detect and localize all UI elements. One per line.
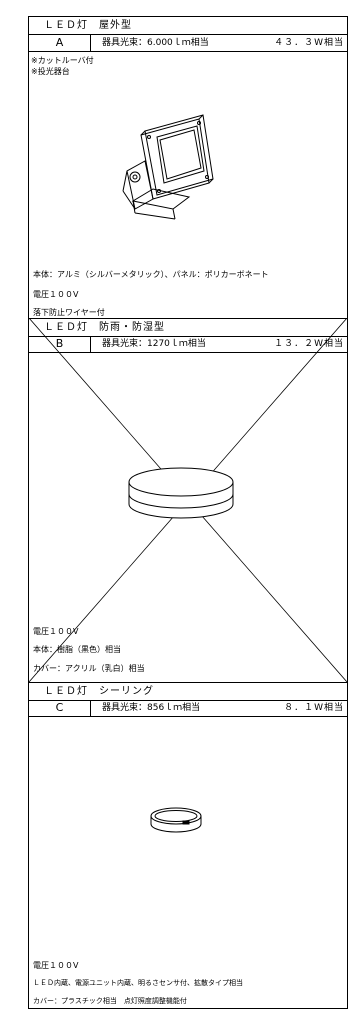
cell-divider xyxy=(90,35,91,51)
note-stand: ※投光器台 xyxy=(31,67,70,76)
type-row: B 器具光束：1270ｌｍ相当 １３．２W相当 xyxy=(29,336,347,353)
type-code: C xyxy=(55,701,64,714)
type-row: A 器具光束：6.000ｌｍ相当 ４３．３W相当 xyxy=(29,35,347,52)
cell-divider xyxy=(90,336,91,352)
section-title-row: ＬＥＤ灯 シーリング xyxy=(29,682,347,701)
spec-wire: 落下防止ワイヤー付 xyxy=(33,308,105,317)
cell-divider xyxy=(90,700,91,716)
spec-body: 本体：樹脂（黒色）相当 xyxy=(33,645,121,654)
section-c: ＬＥＤ灯 シーリング C 器具光束：856ｌｍ相当 ８．１W相当 電圧１００V … xyxy=(28,682,348,1009)
luminous-flux: 器具光束：1270ｌｍ相当 xyxy=(102,339,206,349)
spec-material: 本体：アルミ（シルバーメタリック）、パネル：ポリカーボネート xyxy=(33,270,269,279)
wattage: ８．１W相当 xyxy=(284,703,344,713)
ceiling-light-drawing xyxy=(150,807,202,833)
wattage: １３．２W相当 xyxy=(274,339,344,349)
spec-cover: カバー：プラスチック相当 点灯照度調整機能付 xyxy=(33,997,187,1005)
spec-voltage: 電圧１００V xyxy=(33,961,79,970)
spec-voltage: 電圧１００V xyxy=(33,290,79,299)
type-code: B xyxy=(55,337,64,350)
luminous-flux: 器具光束：856ｌｍ相当 xyxy=(102,703,201,713)
section-title: ＬＥＤ灯 屋外型 xyxy=(44,20,132,31)
note-louver: ※カットルーバ付 xyxy=(31,56,94,65)
section-a: ＬＥＤ灯 屋外型 A 器具光束：6.000ｌｍ相当 ４３．３W相当 ※カットルー… xyxy=(28,16,348,319)
moisture-proof-light-drawing xyxy=(128,467,234,519)
spec-features: ＬＥＤ内蔵、電源ユニット内蔵、明るさセンサ付、拡散タイプ相当 xyxy=(33,979,243,987)
spec-voltage: 電圧１００V xyxy=(33,627,79,636)
spec-cover: カバー：アクリル（乳白）相当 xyxy=(33,664,145,673)
section-b: ＬＥＤ灯 防雨・防湿型 B 器具光束：1270ｌｍ相当 １３．２W相当 電圧１０… xyxy=(28,318,348,682)
wattage: ４３．３W相当 xyxy=(274,38,344,48)
floodlight-drawing xyxy=(122,114,214,220)
type-row: C 器具光束：856ｌｍ相当 ８．１W相当 xyxy=(29,700,347,717)
luminous-flux: 器具光束：6.000ｌｍ相当 xyxy=(102,38,209,48)
section-title: ＬＥＤ灯 シーリング xyxy=(44,686,154,697)
section-title: ＬＥＤ灯 防雨・防湿型 xyxy=(44,322,165,333)
type-code: A xyxy=(55,36,64,49)
section-title-row: ＬＥＤ灯 屋外型 xyxy=(29,17,347,35)
section-title-row: ＬＥＤ灯 防雨・防湿型 xyxy=(29,318,347,337)
